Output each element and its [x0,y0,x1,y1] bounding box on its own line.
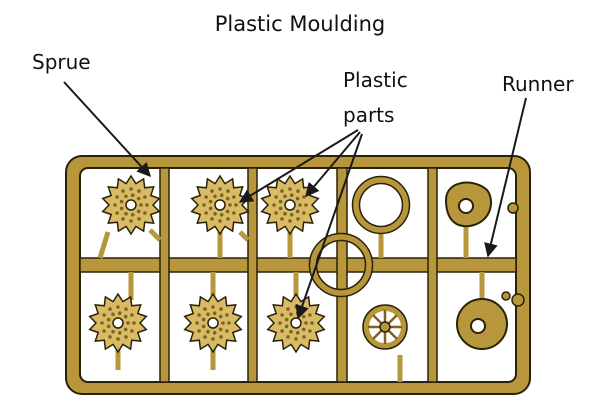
gates [97,226,485,382]
plastic-parts-arrow-3 [295,133,363,320]
runner-vertical-3 [336,167,348,383]
plastic-parts-arrow-2 [305,131,361,198]
wheel-part [362,304,408,350]
runner-vertical-1 [159,167,170,383]
runner-arrow [484,97,527,258]
ring-outline [308,232,374,298]
ring-centre [309,233,373,297]
disc-top [444,181,519,228]
label-runner: Runner [502,72,574,96]
gear-parts [88,174,326,354]
runners [79,167,517,383]
gate-stub [148,228,162,242]
runner-vertical-4 [427,167,438,383]
plastic-parts-arrow-1 [238,129,359,203]
label-plastic-parts-line2: parts [343,103,395,127]
gate-stub [238,230,250,242]
ring-top [352,176,410,234]
runner-vertical-2 [247,167,258,383]
gear-part [88,292,148,354]
disc-bottom [456,291,525,350]
gate-stub [97,231,111,259]
gear-part [260,174,320,236]
runner-horizontal [79,257,517,273]
gear-part [101,174,161,236]
sprue-arrow [63,81,151,178]
label-plastic-parts-line1: Plastic [343,68,408,92]
callout-arrows [63,81,527,320]
ring-outline [358,182,404,228]
gear-part [183,292,243,354]
label-sprue: Sprue [32,50,91,74]
diagram-title: Plastic Moulding [214,12,386,36]
other-parts [308,175,525,350]
ring-outline [351,175,411,235]
